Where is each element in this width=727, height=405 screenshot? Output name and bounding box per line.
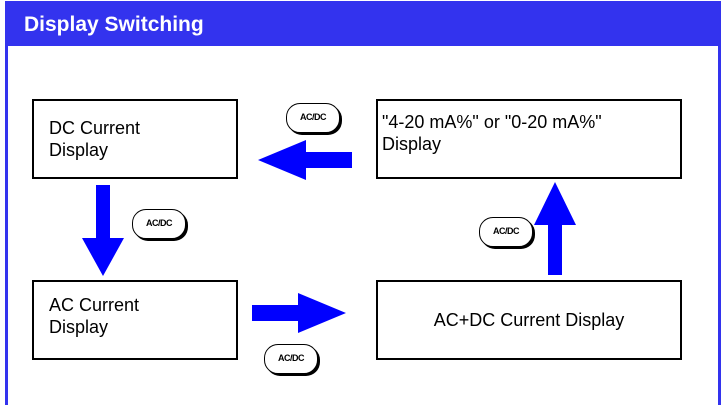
ma-percent-display-label-line2: Display xyxy=(382,134,442,154)
arrow-up-acdc-to-ma xyxy=(534,182,576,275)
ac-current-display-label: AC Current Display xyxy=(49,295,140,337)
acdc-key-icon-left: AC/DC xyxy=(132,209,186,239)
acdc-key-icon-bottom: AC/DC xyxy=(264,344,318,374)
arrow-left-ma-to-dc xyxy=(258,140,352,180)
arrow-down-dc-to-ac xyxy=(82,185,124,276)
arrow-right-ac-to-acdc xyxy=(252,293,346,333)
ma-percent-display-label-line1: "4-20 mA%" or "0-20 mA%" xyxy=(382,112,602,132)
acdc-current-display-label: AC+DC Current Display xyxy=(433,310,625,330)
dc-current-display-box: DC Current Display xyxy=(32,99,238,179)
ma-percent-display-box: "4-20 mA%" or "0-20 mA%" Display xyxy=(376,99,682,179)
ac-current-display-box: AC Current Display xyxy=(32,280,238,360)
dc-current-display-label: DC Current Display xyxy=(49,118,141,160)
acdc-current-display-box: AC+DC Current Display xyxy=(376,280,682,360)
panel-title: Display Switching xyxy=(8,4,718,46)
acdc-key-icon-top: AC/DC xyxy=(286,103,340,133)
acdc-key-icon-right: AC/DC xyxy=(479,217,533,247)
